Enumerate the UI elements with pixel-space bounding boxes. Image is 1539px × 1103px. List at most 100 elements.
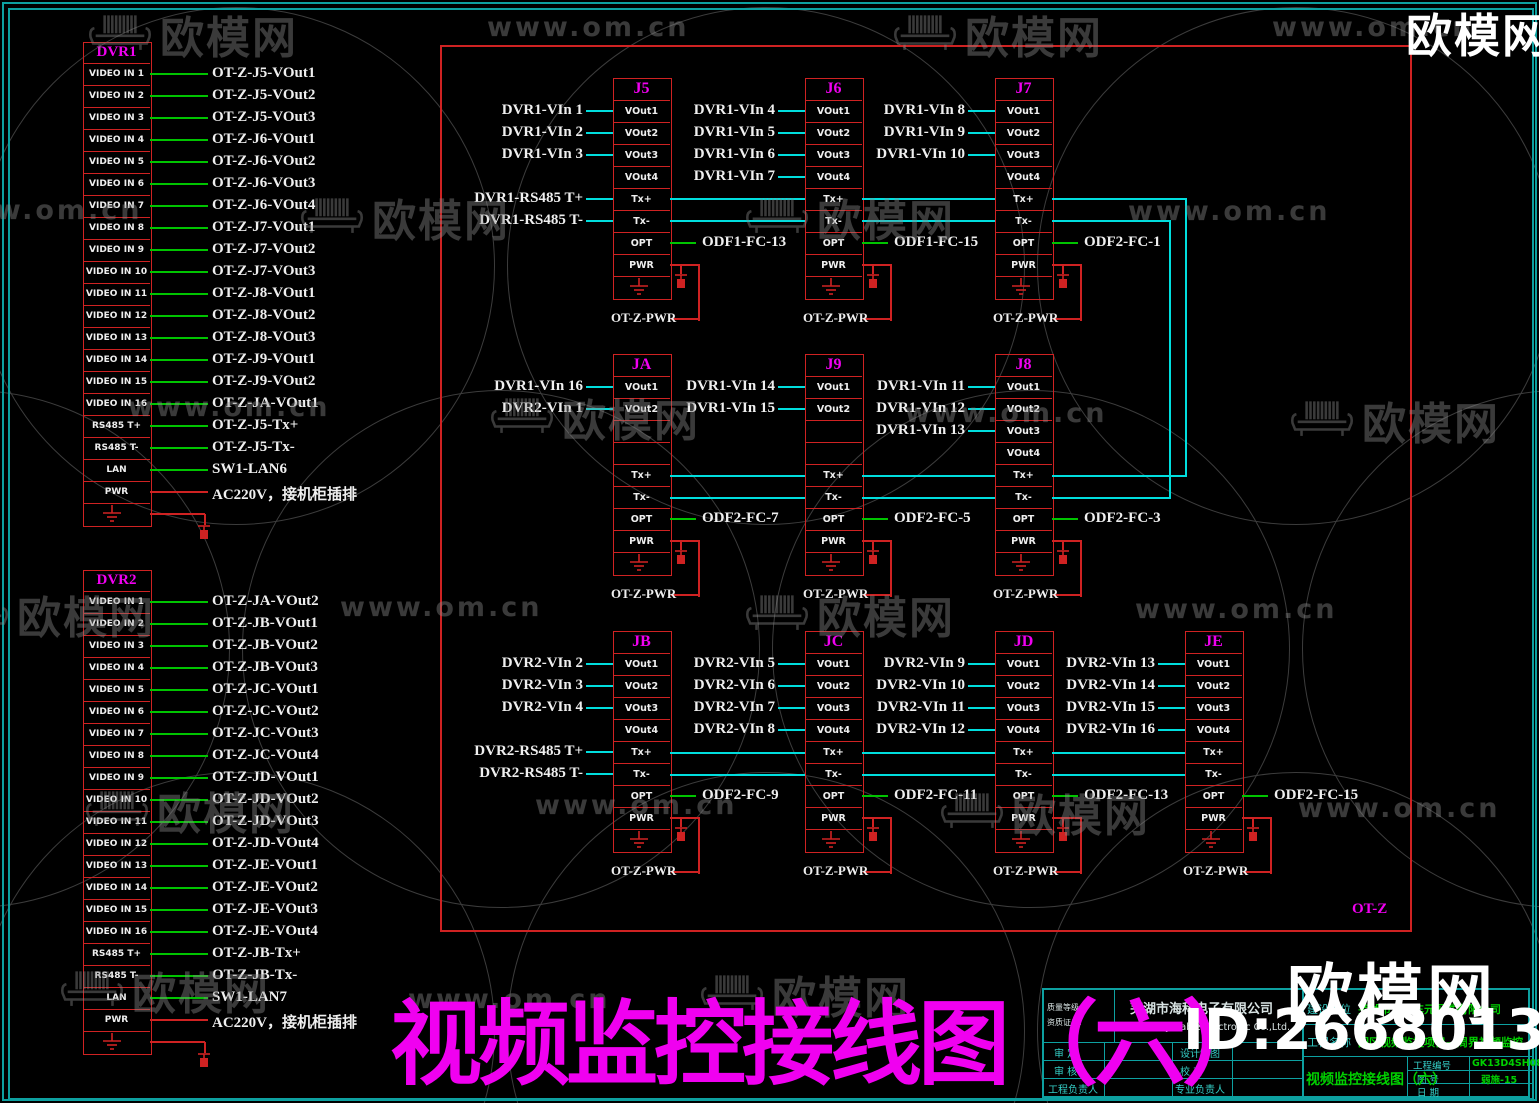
j-input-label: DVR1-VIn 15	[686, 400, 775, 416]
j-port-cell: Tx-	[825, 491, 842, 503]
j-input-wire	[968, 663, 995, 665]
dvr-wire	[150, 359, 208, 361]
bus-dvr2-txp	[862, 752, 995, 754]
title-block: 质量等级: 资质证书: 芜湖市海科电子有限公司 Wuhu City Cable …	[1042, 988, 1539, 1099]
j-input-label: DVR2-VIn 7	[693, 699, 775, 715]
j-port-cell: Tx+	[823, 193, 844, 205]
j-pwr-wire	[670, 817, 700, 819]
j-input-wire	[586, 773, 613, 775]
j-row-border	[805, 254, 862, 255]
dvr-net-label: OT-Z-J6-VOut2	[212, 153, 316, 169]
dvr-net-label: OT-Z-J8-VOut2	[212, 307, 316, 323]
j-port-cell: Tx+	[631, 469, 652, 481]
sofa-icon	[490, 393, 554, 441]
j-port-cell: Tx+	[631, 746, 652, 758]
j-port-cell: PWR	[1201, 812, 1226, 824]
j-block-JC	[805, 631, 864, 853]
j-row-border	[995, 829, 1052, 830]
j-input-label: DVR2-VIn 16	[1066, 721, 1155, 737]
dvr-net-label: OT-Z-JC-VOut1	[212, 681, 319, 697]
dvr-net-label: OT-Z-J6-VOut4	[212, 197, 316, 213]
j-block-header: JA	[631, 356, 652, 373]
dvr-port-cell: VIDEO IN 6	[89, 179, 144, 189]
dvr-wire	[150, 909, 208, 911]
tb-meta-value-projno: GK13D4SH08	[1472, 1058, 1539, 1069]
j-block-header: JD	[1013, 633, 1034, 650]
watermark-url: www.om.cn	[1298, 793, 1501, 824]
j-input-wire	[968, 685, 995, 687]
j-row-border	[805, 552, 862, 553]
j-input-wire	[778, 176, 805, 178]
watermark-brand: 欧模网	[745, 185, 955, 249]
j-row-border	[805, 807, 862, 808]
j-row-border	[613, 464, 670, 465]
j-port-cell: VOut3	[1006, 425, 1041, 437]
j-input-label: DVR1-VIn 1	[501, 102, 583, 118]
watermark-url: www.om.cn	[1272, 12, 1475, 43]
j-row-border	[995, 785, 1052, 786]
j-block-J6	[805, 78, 864, 300]
j-row-border	[995, 653, 1052, 654]
bus-dvr1-txm	[670, 497, 805, 499]
j-port-cell: OPT	[1012, 237, 1035, 249]
j-input-label: DVR2-VIn 6	[693, 677, 775, 693]
j-input-wire	[586, 751, 613, 753]
dvr-wire	[150, 887, 208, 889]
dvr-net-label: OT-Z-J6-VOut1	[212, 131, 316, 147]
j-row-border	[995, 166, 1052, 167]
dvr-wire	[150, 469, 208, 471]
watermark-brand-text: 欧模网	[157, 789, 295, 840]
j-port-cell: Tx-	[825, 768, 842, 780]
j-input-wire	[586, 685, 613, 687]
dvr-row-border	[83, 217, 150, 218]
pwr-net-label: OT-Z-PWR	[611, 586, 677, 601]
tb-owner-value: 芜湖市自行车元配件有限公司	[1358, 1003, 1501, 1016]
dvr-row-border	[83, 349, 150, 350]
j-input-label: DVR1-VIn 10	[876, 146, 965, 162]
sofa-icon	[1290, 396, 1354, 444]
j-input-label: DVR1-VIn 5	[693, 124, 775, 140]
j-input-wire	[968, 110, 995, 112]
j-opt-wire	[862, 518, 888, 520]
j-input-wire	[968, 386, 995, 388]
j-port-cell: Tx-	[1015, 491, 1032, 503]
dvr-wire	[150, 293, 208, 295]
odf-label: ODF2-FC-1	[1084, 234, 1161, 250]
ground-icon	[628, 554, 650, 574]
zone-label: OT-Z	[1352, 901, 1388, 917]
dvr-ground-wire	[204, 514, 206, 525]
dvr-port-cell: VIDEO IN 5	[89, 157, 144, 167]
j-input-wire	[778, 729, 805, 731]
j-input-wire	[778, 707, 805, 709]
plug-icon	[866, 549, 880, 565]
j-input-label: DVR2-RS485 T+	[474, 743, 583, 759]
dvr-net-label: SW1-LAN7	[212, 989, 288, 1005]
j-row-border	[995, 697, 1052, 698]
odf-label: ODF2-FC-3	[1084, 510, 1161, 526]
j-input-wire	[778, 132, 805, 134]
dvr-port-cell: VIDEO IN 1	[89, 597, 144, 607]
tb-company-en: Wuhu City Cable Electronic Co.,Ltd.	[1122, 1022, 1290, 1033]
wiring-area-box	[440, 45, 1412, 932]
j-port-cell: Tx-	[633, 491, 650, 503]
dvr-row-border	[83, 965, 150, 966]
bus-dvr1-txp	[670, 198, 805, 200]
watermark-url: www.om.cn	[487, 12, 690, 43]
j-port-cell: PWR	[1011, 812, 1036, 824]
j-opt-wire	[670, 518, 696, 520]
odf-label: ODF1-FC-13	[702, 234, 787, 250]
j-row-border	[805, 653, 862, 654]
j-port-cell: Tx+	[631, 193, 652, 205]
j-input-label: DVR2-VIn 1	[501, 400, 583, 416]
dvr-block-DVR2	[83, 570, 152, 1055]
dvr-row-border	[83, 437, 150, 438]
dvr-row-border	[83, 833, 150, 834]
dvr-port-cell: VIDEO IN 14	[85, 883, 148, 893]
dvr-wire	[150, 249, 208, 251]
j-input-label: DVR2-VIn 12	[876, 721, 965, 737]
pwr-net-label: OT-Z-PWR	[803, 863, 869, 878]
j-pwr-wire	[1053, 318, 1082, 320]
j-row-border	[995, 763, 1052, 764]
bus-dvr1-txp	[670, 475, 805, 477]
